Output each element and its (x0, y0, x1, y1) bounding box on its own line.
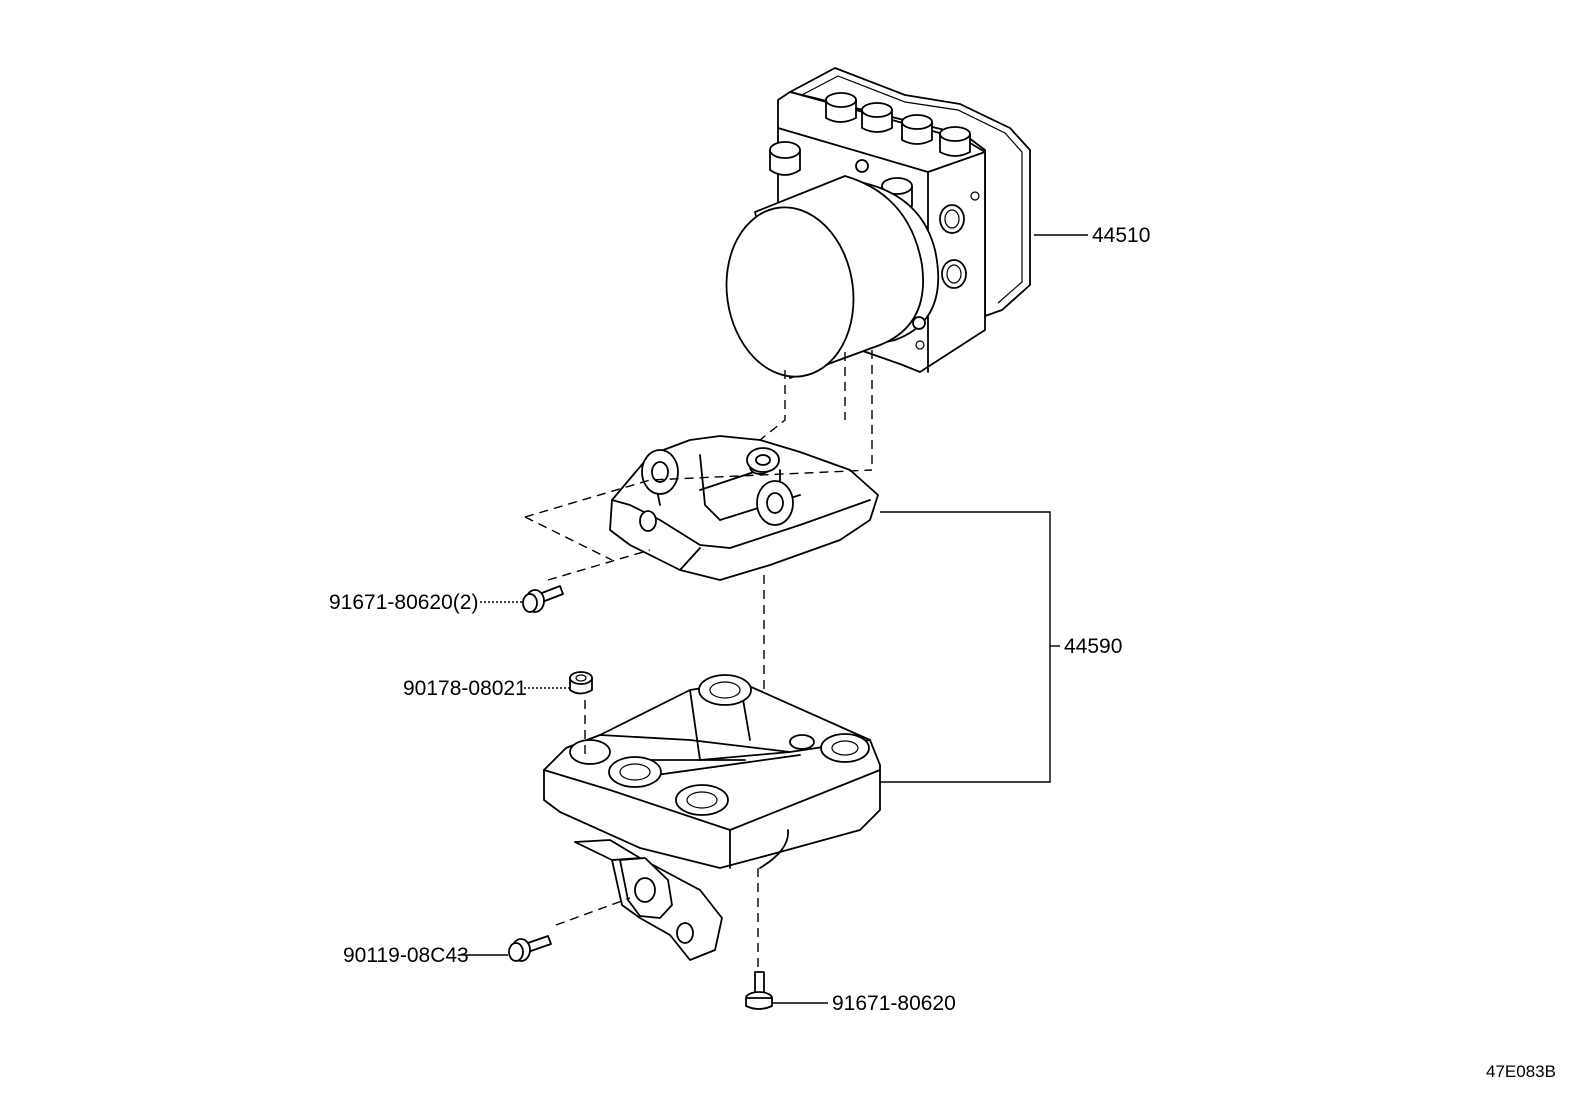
pump-motor (725, 159, 940, 379)
bolt-lower (745, 971, 773, 1010)
callout-44510: 44510 (1092, 224, 1150, 247)
abs-actuator (725, 67, 1031, 379)
callout-44590: 44590 (1064, 635, 1122, 658)
figure-code: 47E083B (1486, 1062, 1556, 1081)
alignment-lines-lower (555, 700, 759, 975)
callout-90178-08021: 90178-08021 (403, 677, 527, 700)
callout-90119-08C43: 90119-08C43 (343, 944, 469, 967)
nut (569, 671, 593, 695)
leader-lines (458, 234, 1088, 1004)
callout-91671-80620-2: 91671-80620(2) (329, 591, 478, 614)
bolt-side (508, 935, 552, 962)
upper-bracket (609, 435, 879, 581)
callout-91671-80620: 91671-80620 (832, 992, 956, 1015)
bolt-upper (522, 585, 564, 613)
lower-bracket (543, 674, 881, 961)
